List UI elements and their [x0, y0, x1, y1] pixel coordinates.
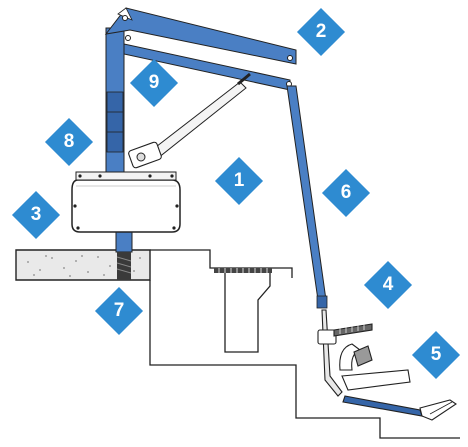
callout-badge-1: 1 [214, 156, 264, 206]
callout-badge-4: 4 [363, 260, 413, 310]
pool-wall [149, 249, 460, 439]
callout-badge-9: 9 [129, 58, 179, 108]
callout-badge-3: 3 [11, 190, 61, 240]
callout-label: 8 [63, 131, 75, 152]
callout-label: 7 [113, 300, 125, 321]
base-housing [71, 171, 181, 233]
boom-arm [104, 7, 297, 91]
callout-badge-6: 6 [321, 168, 371, 218]
actuator [128, 72, 251, 169]
deck-anchor [115, 231, 133, 280]
callout-label: 4 [382, 274, 394, 295]
callout-badge-5: 5 [411, 330, 461, 380]
callout-label: 2 [315, 21, 327, 42]
concrete-texture [27, 255, 141, 277]
callout-label: 6 [340, 182, 352, 203]
callout-badge-8: 8 [44, 117, 94, 167]
callout-label: 1 [233, 170, 245, 191]
callout-label: 3 [30, 204, 42, 225]
callout-badge-2: 2 [296, 7, 346, 57]
callout-label: 9 [148, 72, 160, 93]
callout-badge-7: 7 [94, 286, 144, 336]
footrest [419, 399, 457, 421]
seat [317, 309, 423, 417]
mast [105, 27, 125, 181]
callout-label: 5 [430, 344, 442, 365]
seat-tube [286, 85, 328, 309]
gutter-grating [214, 268, 272, 273]
